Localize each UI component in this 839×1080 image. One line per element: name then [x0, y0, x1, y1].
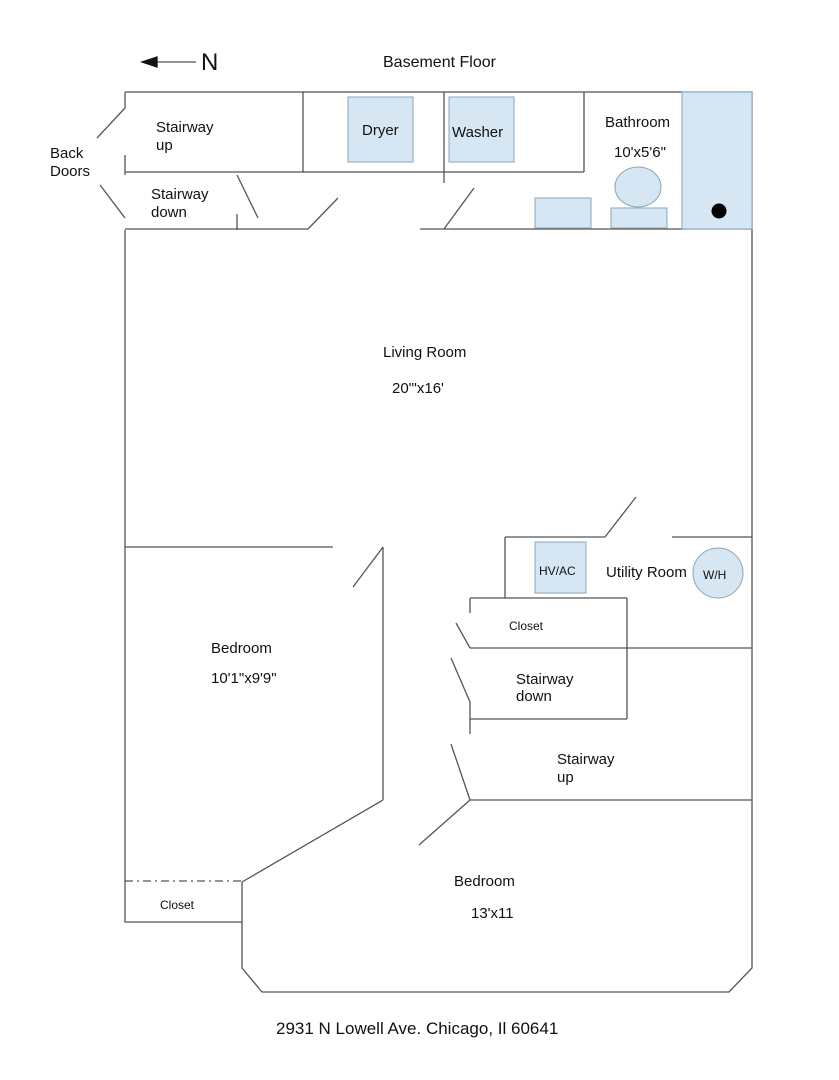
door-swing: [455, 622, 471, 649]
door-swing: [443, 187, 475, 230]
back-door-leaf: [99, 184, 126, 219]
toilet-tank: [610, 207, 668, 229]
bottom-bedroom-label: Bedroom: [454, 873, 515, 890]
stairway-down-right-label-2: down: [516, 688, 552, 705]
stairway-down-label-1: Stairway: [151, 186, 209, 203]
left-bedroom-walls: [125, 546, 384, 922]
stairway-down-label-2: down: [151, 204, 187, 221]
back-door-leaf: [96, 107, 126, 139]
door-swing: [352, 546, 384, 588]
closet-bottom-label: Closet: [160, 898, 195, 912]
hvac-unit: [534, 541, 587, 594]
living-room-size: 20'"x16': [392, 380, 444, 397]
stairway-up-right-label-1: Stairway: [557, 751, 615, 768]
water-heater: [692, 547, 744, 599]
stairway-up-label-2: up: [156, 137, 173, 154]
back-doors-label-2: Doors: [50, 163, 90, 180]
washer: [448, 96, 515, 163]
door-swing: [236, 174, 259, 219]
floor-drain: [711, 203, 727, 219]
back-doors-label-1: Back: [50, 145, 84, 162]
left-bedroom-label: Bedroom: [211, 640, 272, 657]
dryer: [347, 96, 414, 163]
door-swing: [450, 657, 471, 703]
door-swing: [307, 197, 339, 230]
north-arrow: N: [139, 49, 218, 76]
door-swing: [418, 799, 471, 846]
hvac-label: HV/AC: [539, 564, 576, 578]
bathroom-label: Bathroom: [605, 114, 670, 131]
wall-segment: [241, 799, 384, 883]
dryer-label: Dryer: [362, 122, 399, 139]
plan-title: Basement Floor: [383, 54, 497, 71]
door-swing: [604, 496, 637, 538]
utility-room-label: Utility Room: [606, 564, 687, 581]
bottom-bedroom-size: 13'x11: [471, 905, 514, 922]
left-bedroom-size: 10'1"x9'9": [211, 670, 277, 687]
stairway-down-right-label-1: Stairway: [516, 671, 574, 688]
north-arrow-head: [139, 56, 158, 68]
utility-walls: [418, 496, 752, 846]
door-swing: [450, 743, 471, 801]
bathroom-size: 10'x5'6": [614, 144, 666, 161]
closet-right-label: Closet: [509, 619, 544, 633]
address: 2931 N Lowell Ave. Chicago, Il 60641: [276, 1019, 558, 1038]
living-room-label: Living Room: [383, 344, 466, 361]
exterior-wall: [124, 91, 753, 993]
sink: [534, 197, 592, 229]
north-label: N: [201, 49, 218, 76]
stairway-up-label-1: Stairway: [156, 119, 214, 136]
outer-walls: [96, 91, 753, 993]
washer-label: Washer: [452, 124, 503, 141]
toilet-bowl: [614, 166, 662, 208]
water-heater-label: W/H: [703, 568, 726, 582]
stairway-up-right-label-2: up: [557, 769, 574, 786]
